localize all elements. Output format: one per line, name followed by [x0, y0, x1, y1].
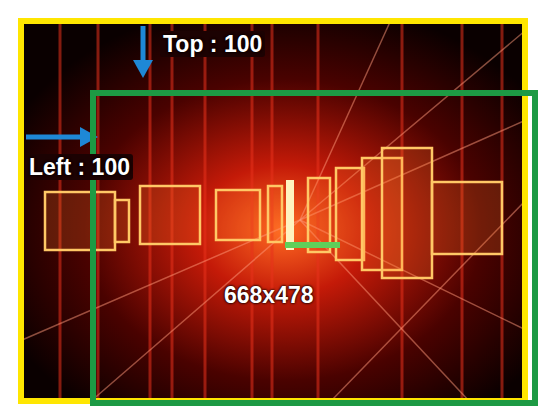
frame — [216, 190, 260, 240]
frame — [268, 186, 282, 242]
offset-label: Left : 100 — [26, 154, 133, 180]
crop-frame-box: 668x478 — [90, 90, 538, 406]
frame — [308, 178, 330, 252]
frame — [432, 182, 502, 254]
light-streak — [204, 22, 207, 402]
parent-frame-outline — [21, 21, 525, 401]
frame — [140, 186, 200, 244]
frame — [336, 168, 364, 260]
diagonal-rays — [22, 22, 526, 402]
offset-label: Top : 100 — [160, 31, 265, 57]
size-label: 668x478 — [224, 282, 314, 308]
top-arrow-head — [133, 60, 153, 78]
frame — [115, 200, 129, 242]
ray — [90, 220, 300, 402]
center-light — [286, 180, 294, 250]
green-bar — [285, 242, 340, 248]
frame — [382, 148, 432, 278]
light-streaks — [60, 22, 502, 402]
left-arrow-shaft — [26, 135, 82, 140]
frame — [45, 192, 115, 250]
top-arrow-shaft — [141, 26, 146, 62]
